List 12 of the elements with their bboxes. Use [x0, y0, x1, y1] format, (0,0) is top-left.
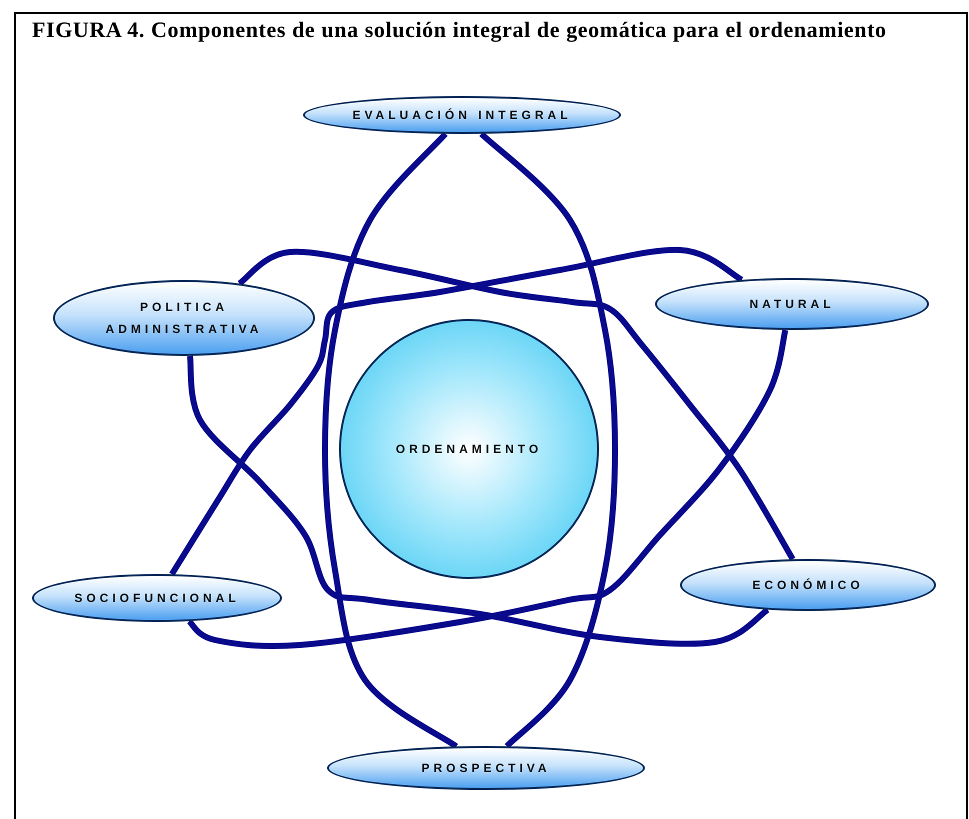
figure-title: FIGURA 4. Componentes de una solución integral de geomática para el ordenamiento	[32, 18, 888, 41]
node-label: ORDENAMIENTO	[394, 441, 544, 458]
orbit-line	[169, 246, 744, 576]
node-label: EVALUACIÓN INTEGRAL	[351, 107, 573, 124]
node-label: SOCIOFUNCIONAL	[73, 590, 241, 607]
orbit-line	[237, 248, 796, 561]
node-label: POLITICA ADMINISTRATIVA	[104, 299, 264, 338]
node-label: ECONÓMICO	[751, 577, 865, 594]
orbit-line	[479, 132, 618, 748]
orbit-line	[322, 132, 458, 749]
node-label: PROSPECTIVA	[420, 760, 552, 777]
node-label: NATURAL	[748, 296, 836, 313]
